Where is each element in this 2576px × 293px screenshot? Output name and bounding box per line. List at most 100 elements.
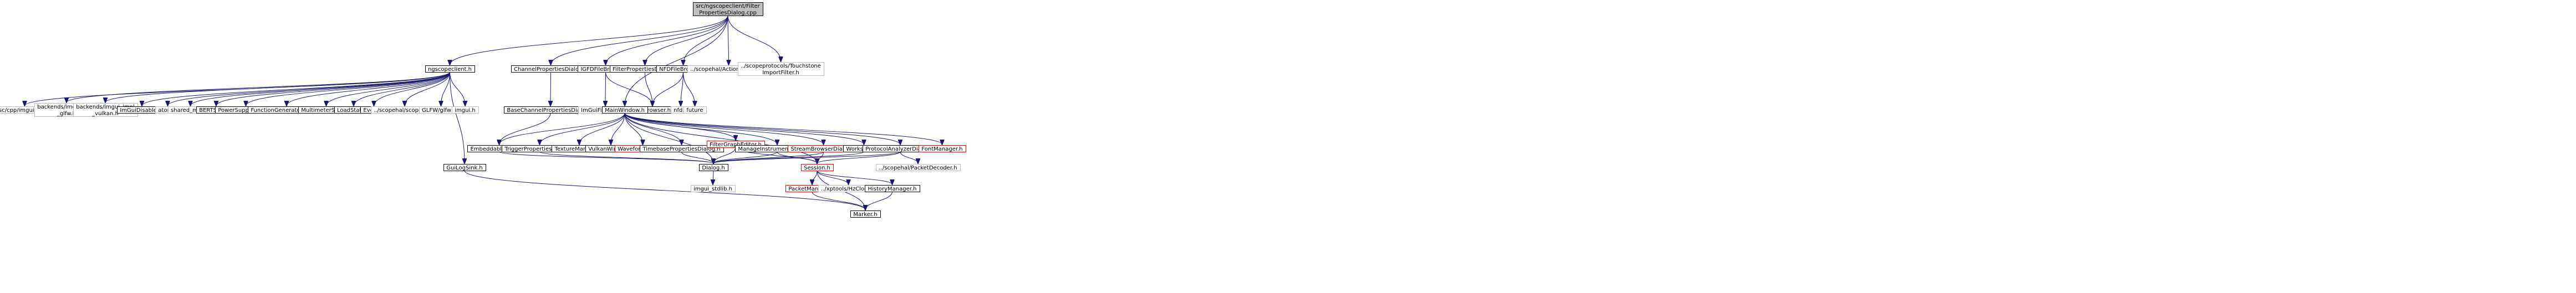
node-label: EmbeddableDialog.h	[470, 146, 528, 152]
node-label: GLFW/glfw3.h	[422, 107, 460, 114]
node-imgui_stdlib: imgui_stdlib.h	[691, 185, 736, 192]
nodes-layer: src/ngscopeclient/FilterPropertiesDialog…	[0, 2, 966, 218]
edges-layer	[25, 15, 942, 210]
edge-Session-to-HistoryManager	[817, 170, 892, 184]
node-label: MainWindow.h	[605, 107, 645, 114]
node-label: imgui.h	[455, 107, 476, 114]
edge-MainWindow-to-StreamBrowserDialog	[624, 112, 824, 145]
edge-NFDFileBrowser-to-future	[683, 71, 695, 106]
node-future: future	[683, 106, 707, 114]
edge-ngscopeclient-to-PowerSupplyState	[246, 71, 450, 106]
edge-ProtocolAnalyzerDialog-to-PacketDecoder	[900, 151, 918, 163]
node-box	[443, 164, 486, 171]
node-box	[602, 106, 648, 114]
node-label: _glfw.h	[57, 111, 76, 117]
node-HzClock: ../xptools/HzClock.h	[818, 185, 879, 192]
node-label: VulkanWindow.h	[588, 146, 633, 152]
node-label: Dialog.h	[702, 165, 725, 171]
node-label: BaseChannelPropertiesDialog.h	[507, 107, 594, 114]
node-label: imgui_stdlib.h	[693, 186, 732, 192]
edge-MainWindow-to-EmbeddableDialog	[499, 112, 625, 145]
node-Marker[interactable]: Marker.h	[850, 210, 881, 218]
node-root[interactable]: src/ngscopeclient/FilterPropertiesDialog…	[693, 2, 763, 17]
node-label: FontManager.h	[921, 146, 962, 152]
node-label: PacketManager.h	[788, 186, 835, 192]
edge-MainWindow-to-ManageInstrumentsDialog	[624, 112, 777, 145]
edge-ProtocolAnalyzerDialog-to-Session	[817, 151, 901, 163]
node-label: StreamBrowserDialog.h	[790, 146, 856, 152]
node-label: ../xptools/HzClock.h	[821, 186, 876, 192]
node-HistoryManager[interactable]: HistoryManager.h	[865, 185, 920, 193]
edge-StreamBrowserDialog-to-Dialog	[713, 151, 824, 163]
edge-root-to-ChannelPropertiesDialog	[551, 15, 728, 65]
node-box	[801, 164, 834, 171]
node-box	[876, 164, 961, 171]
node-box	[919, 145, 966, 152]
edge-ProtocolAnalyzerDialog-to-Dialog	[713, 151, 901, 163]
edge-TriggerPropertiesDialog-to-Dialog	[539, 151, 714, 163]
edge-root-to-FilterPropertiesDialog	[645, 15, 728, 65]
edge-MainWindow-to-Session	[624, 112, 817, 163]
edge-MainWindow-to-Workspace	[624, 112, 864, 145]
node-FontManager[interactable]: FontManager.h	[919, 145, 966, 153]
node-Dialog[interactable]: Dialog.h	[699, 164, 728, 172]
node-StreamBrowserDialog[interactable]: StreamBrowserDialog.h	[788, 145, 860, 153]
edge-MainWindow-to-TextureManager	[579, 112, 625, 145]
edge-NFDFileBrowser-to-FileBrowser	[652, 71, 683, 106]
node-label: ../scopehal/PacketDecoder.h	[879, 165, 957, 171]
edge-ManageInstrumentsDialog-to-Dialog	[713, 151, 778, 163]
node-TouchstoneImportFilter: ../scopeprotocols/TouchstoneImportFilter…	[738, 62, 824, 76]
node-label: NFDFileBrowser.h	[659, 66, 707, 73]
edge-IGFDFileBrowser-to-FileBrowser	[605, 71, 653, 106]
node-box	[640, 145, 724, 152]
node-TimebasePropertiesDialog[interactable]: TimebasePropertiesDialog.h	[640, 145, 724, 153]
node-label: future	[686, 107, 703, 114]
node-box	[850, 210, 881, 218]
node-label: nfd.h	[674, 107, 688, 114]
node-label: Marker.h	[853, 212, 877, 218]
node-box	[699, 164, 728, 171]
node-label: ../scopeprotocols/Touchstone	[741, 63, 821, 69]
node-label: ImportFilter.h	[762, 70, 799, 76]
node-label: FileBrowser.h	[634, 107, 671, 114]
node-GuiLogSink[interactable]: GuiLogSink.h	[443, 164, 486, 172]
node-label: PropertiesDialog.cpp	[699, 10, 757, 16]
node-label: MultimeterState.h	[301, 107, 351, 114]
edge-Workspace-to-Dialog	[713, 151, 864, 163]
node-box	[865, 185, 920, 192]
edge-Session-to-PacketManager	[812, 170, 818, 184]
edge-root-to-ngscopeclient	[450, 15, 728, 65]
node-box	[738, 62, 824, 76]
edge-root-to-IGFDFileBrowser	[606, 15, 728, 65]
edge-ngscopeclient-to-FunctionGeneratorState	[287, 71, 450, 106]
node-ngscopeclient[interactable]: ngscopeclient.h	[425, 65, 475, 73]
node-box	[683, 106, 707, 114]
node-label: shared_mutex	[171, 107, 210, 114]
node-label: FilterGraphEditor.h	[710, 142, 762, 148]
node-MainWindow[interactable]: MainWindow.h	[602, 106, 648, 114]
edge-MainWindow-to-ProtocolAnalyzerDialog	[624, 112, 900, 145]
node-label: Session.h	[804, 165, 830, 171]
node-box	[693, 2, 763, 16]
node-Session[interactable]: Session.h	[801, 164, 834, 172]
edge-root-to-NFDFileBrowser	[683, 15, 728, 65]
node-label: ProtocolAnalyzerDialog.h	[865, 146, 935, 152]
node-label: IGFDFileBrowser.h	[580, 66, 630, 73]
edge-ngscopeclient-to-shared_mutex	[191, 71, 450, 106]
node-label: HistoryManager.h	[868, 186, 916, 192]
edge-root-to-MainWindow	[625, 15, 728, 106]
node-label: TriggerPropertiesDialog.h	[504, 146, 574, 152]
node-label: ChannelPropertiesDialog.h	[514, 66, 588, 73]
node-label: ../scopehal/scopehal.h	[374, 107, 436, 114]
node-label: ngscopeclient.h	[428, 66, 472, 73]
edge-ngscopeclient-to-imgui	[450, 71, 466, 106]
node-BaseChannelPropertiesDialog[interactable]: BaseChannelPropertiesDialog.h	[504, 106, 598, 114]
edge-ngscopeclient-to-imgui_impl_glfw	[67, 71, 450, 102]
edge-ngscopeclient-to-GuiLogSink	[450, 71, 465, 163]
node-label: _vulkan.h	[91, 111, 119, 117]
node-label: backends/imgui_impl	[76, 104, 134, 110]
node-label: FilterPropertiesDialog.h	[613, 66, 677, 73]
edge-MainWindow-to-VulkanWindow	[611, 112, 625, 145]
edge-ngscopeclient-to-MultimeterState	[327, 71, 450, 106]
edge-ngscopeclient-to-GLFWcgltfw	[441, 71, 450, 106]
